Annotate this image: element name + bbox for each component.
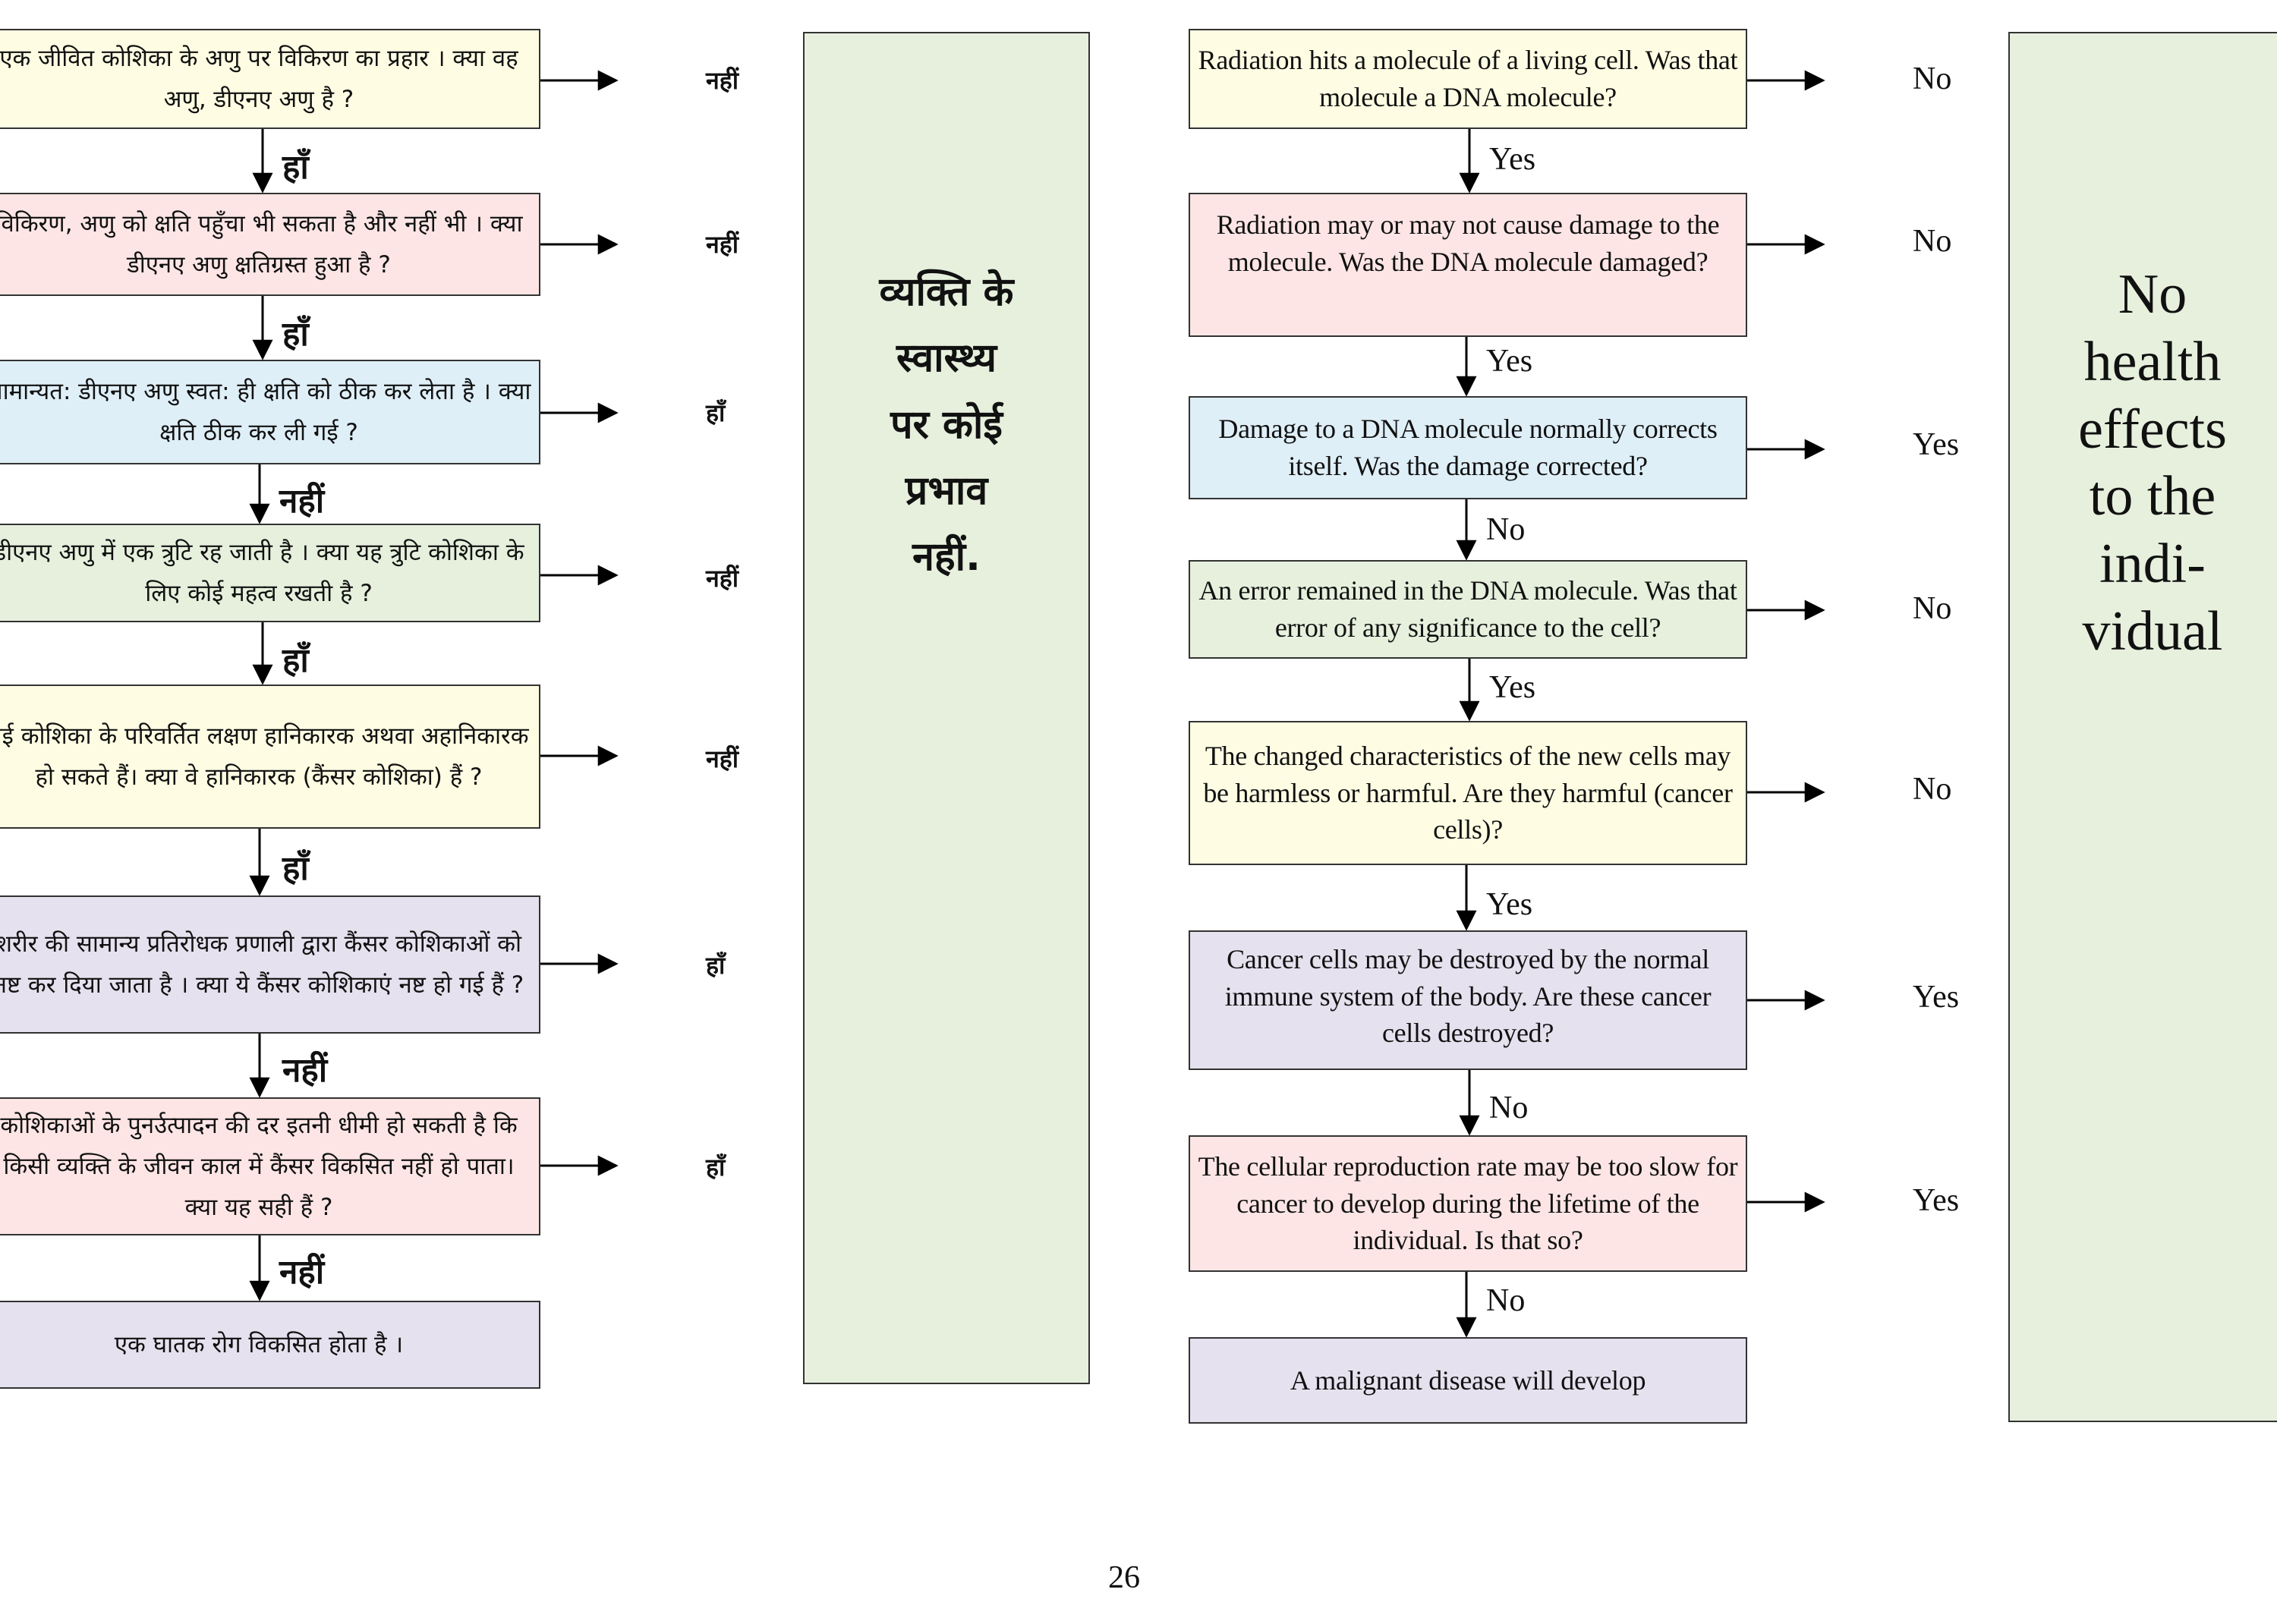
english-step-3-text: Damage to a DNA molecule normally correc… (1218, 414, 1718, 481)
hindi-step-7: कोशिकाओं के पुनर्उत्पादन की दर इतनी धीमी… (0, 1097, 540, 1235)
english-step-6: Cancer cells may be destroyed by the nor… (1189, 930, 1747, 1070)
hindi-final-text: एक घातक रोग विकसित होता है । (114, 1330, 404, 1358)
hindi-step-5: नई कोशिका के परिवर्तित लक्षण हानिकारक अथ… (0, 685, 540, 829)
hindi-down-answer-2: हाँ (282, 315, 309, 354)
hindi-step-1-text: एक जीवित कोशिका के अणु पर विकिरण का प्रह… (0, 44, 518, 113)
hindi-step-3-text: सामान्यत: डीएनए अणु स्वत: ही क्षति को ठी… (0, 377, 531, 446)
hindi-step-4-text: डीएनए अणु में एक त्रुटि रह जाती है । क्य… (0, 538, 524, 607)
hindi-step-1: एक जीवित कोशिका के अणु पर विकिरण का प्रह… (0, 29, 540, 129)
english-down-answer-6: No (1489, 1091, 1529, 1125)
hindi-down-answer-6: नहीं (282, 1051, 328, 1090)
english-step-6-text: Cancer cells may be destroyed by the nor… (1224, 944, 1712, 1049)
english-down-answer-5: Yes (1486, 887, 1533, 922)
english-side-answer-3: Yes (1913, 427, 1960, 462)
english-side-answer-7: Yes (1913, 1183, 1960, 1218)
hindi-step-4: डीएनए अणु में एक त्रुटि रह जाती है । क्य… (0, 524, 540, 622)
english-side-answer-5: No (1913, 772, 1952, 807)
english-final-box: A malignant disease will develop (1189, 1337, 1747, 1424)
english-outcome-text: No health effects to the indi- vidual (2078, 263, 2227, 663)
hindi-outcome-panel: व्यक्ति के स्वास्थ्य पर कोई प्रभाव नहीं. (803, 32, 1090, 1384)
hindi-side-answer-2: नहीं (706, 230, 739, 259)
page-number: 26 (1108, 1560, 1140, 1595)
hindi-side-answer-3: हाँ (706, 398, 726, 427)
english-step-2-text: Radiation may or may not cause damage to… (1216, 209, 1720, 277)
hindi-side-answer-6: हाँ (706, 951, 726, 980)
english-side-answer-4: No (1913, 591, 1952, 626)
hindi-side-answer-1: नहीं (706, 66, 739, 95)
english-step-2: Radiation may or may not cause damage to… (1189, 193, 1747, 337)
english-side-answer-2: No (1913, 224, 1952, 259)
english-step-4: An error remained in the DNA molecule. W… (1189, 560, 1747, 659)
english-down-answer-7: No (1486, 1283, 1526, 1318)
hindi-down-answer-3: नहीं (279, 482, 325, 521)
english-side-answer-6: Yes (1913, 980, 1960, 1015)
hindi-step-7-text: कोशिकाओं के पुनर्उत्पादन की दर इतनी धीमी… (0, 1111, 518, 1222)
english-step-5-text: The changed characteristics of the new c… (1203, 741, 1733, 845)
hindi-side-answer-7: हाँ (706, 1153, 726, 1182)
hindi-down-answer-4: हाँ (282, 641, 309, 680)
hindi-final-box: एक घातक रोग विकसित होता है । (0, 1301, 540, 1389)
hindi-side-answer-5: नहीं (706, 744, 739, 773)
english-down-answer-4: Yes (1489, 670, 1536, 705)
english-step-3: Damage to a DNA molecule normally correc… (1189, 396, 1747, 499)
english-step-7-text: The cellular reproduction rate may be to… (1198, 1151, 1738, 1256)
hindi-step-2-text: विकिरण, अणु को क्षति पहुँचा भी सकता है औ… (0, 209, 523, 279)
hindi-step-6: शरीर की सामान्य प्रतिरोधक प्रणाली द्वारा… (0, 895, 540, 1034)
english-down-answer-2: Yes (1486, 344, 1533, 379)
hindi-step-2: विकिरण, अणु को क्षति पहुँचा भी सकता है औ… (0, 193, 540, 296)
english-step-7: The cellular reproduction rate may be to… (1189, 1135, 1747, 1272)
hindi-step-6-text: शरीर की सामान्य प्रतिरोधक प्रणाली द्वारा… (0, 930, 524, 999)
hindi-down-answer-5: हाँ (282, 849, 309, 888)
hindi-side-answer-4: नहीं (706, 564, 739, 593)
english-step-4-text: An error remained in the DNA molecule. W… (1198, 575, 1737, 643)
hindi-outcome-text: व्यक्ति के स्वास्थ्य पर कोई प्रभाव नहीं. (879, 269, 1014, 581)
hindi-step-5-text: नई कोशिका के परिवर्तित लक्षण हानिकारक अथ… (0, 722, 529, 791)
hindi-down-answer-7: नहीं (279, 1253, 325, 1292)
english-step-5: The changed characteristics of the new c… (1189, 721, 1747, 865)
hindi-down-answer-1: हाँ (282, 148, 309, 187)
english-side-answer-1: No (1913, 61, 1952, 96)
english-final-text: A malignant disease will develop (1290, 1364, 1646, 1396)
hindi-step-3: सामान्यत: डीएनए अणु स्वत: ही क्षति को ठी… (0, 360, 540, 464)
english-step-1-text: Radiation hits a molecule of a living ce… (1198, 45, 1738, 112)
english-outcome-panel: No health effects to the indi- vidual (2008, 32, 2277, 1422)
english-step-1: Radiation hits a molecule of a living ce… (1189, 29, 1747, 129)
english-down-answer-3: No (1486, 512, 1526, 547)
english-down-answer-1: Yes (1489, 142, 1536, 177)
